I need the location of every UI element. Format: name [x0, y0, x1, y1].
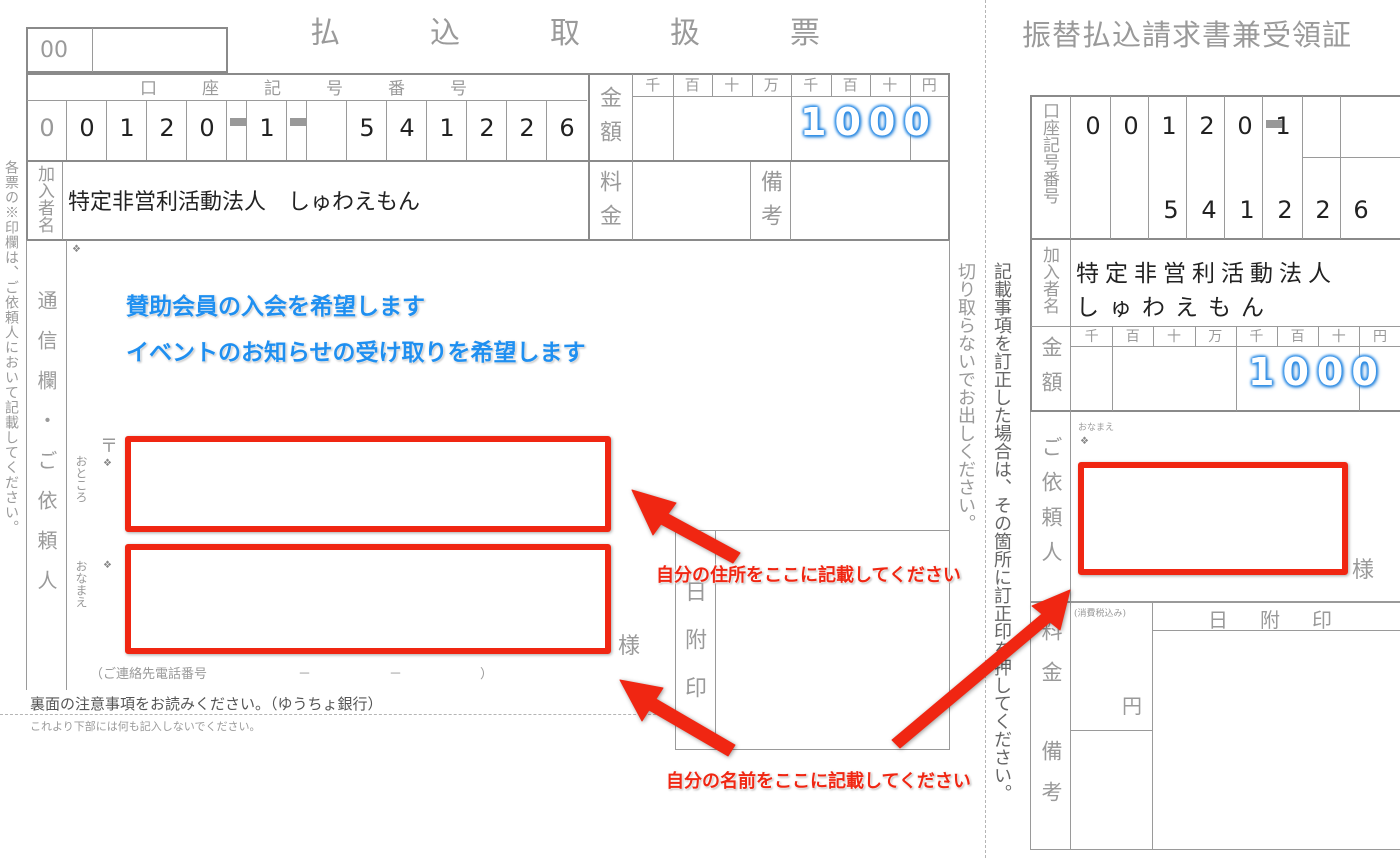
name-label: おなまえ: [74, 560, 88, 608]
account-digit: 1: [119, 114, 135, 142]
right-account-digit: 0: [1123, 112, 1139, 140]
amount-unit-label: 百: [684, 76, 700, 94]
right-account-digit: 2: [1277, 196, 1293, 224]
right-fee-label: 料金: [1039, 620, 1063, 702]
amount-unit-label: 万: [763, 76, 779, 94]
right-amount-unit-label: 万: [1208, 329, 1223, 345]
right-amount-unit-label: 百: [1290, 329, 1305, 345]
amount-label: 金額: [596, 86, 621, 154]
right-amount-value: 1000: [1248, 350, 1386, 394]
account-amount-box: [26, 73, 950, 241]
right-account-digit: 1: [1161, 112, 1177, 140]
amount-unit-label: 千: [803, 76, 819, 94]
right-account-digit: 0: [1237, 112, 1253, 140]
right-sama-label: 様: [1352, 558, 1375, 583]
code-box: [26, 27, 228, 73]
amount-unit-label: 円: [921, 76, 937, 94]
right-account-box: [1030, 95, 1400, 240]
right-tax-note: (消費税込み): [1074, 609, 1127, 619]
right-account-digit: 4: [1201, 196, 1217, 224]
address-label: おところ: [74, 455, 88, 503]
side-note: 各票の※印欄は、ご依頼人において記載してください。: [3, 160, 19, 535]
right-account-label: 口座記号番号: [1039, 102, 1059, 204]
account-digit: 6: [559, 114, 575, 142]
account-digit: 0: [79, 114, 95, 142]
right-amount-unit-label: 円: [1372, 329, 1387, 345]
right-amount-unit-label: 百: [1125, 329, 1140, 345]
right-form-title: 振替払込請求書兼受領証: [1022, 18, 1353, 52]
address-input[interactable]: [125, 436, 611, 532]
account-digit: 1: [439, 114, 455, 142]
subscriber-label: 加入者名: [34, 165, 54, 233]
account-digit: 5: [359, 114, 375, 142]
account-digit: 0: [199, 114, 215, 142]
account-digit: 0: [39, 114, 55, 142]
name-input[interactable]: [125, 544, 611, 654]
right-account-digit: 1: [1239, 196, 1255, 224]
address-instruction: 自分の住所をここに記載してください: [656, 565, 961, 586]
right-amount-unit-label: 十: [1331, 329, 1346, 345]
account-digit: 2: [159, 114, 175, 142]
amount-unit-label: 十: [882, 76, 898, 94]
right-name-input[interactable]: [1078, 462, 1348, 575]
account-digit: 2: [479, 114, 495, 142]
footer-line-2: これより下部には何も記入しないでください。: [30, 720, 261, 733]
right-amount-unit-label: 十: [1166, 329, 1181, 345]
right-subscriber-label: 加入者名: [1039, 246, 1059, 314]
right-name-small: おなまえ: [1078, 423, 1115, 433]
subscriber-name: 特定非営利活動法人 しゅわえもん: [68, 190, 421, 215]
right-account-digit: 2: [1315, 196, 1331, 224]
right-account-digit: 2: [1199, 112, 1215, 140]
code-prefix: 00: [40, 38, 68, 63]
right-remarks-label: 備考: [1039, 740, 1063, 822]
right-account-digit: 0: [1085, 112, 1101, 140]
phone-note: （ご連絡先電話番号 － － ）: [90, 667, 494, 682]
right-amount-unit-label: 千: [1249, 329, 1264, 345]
account-digit: 4: [399, 114, 415, 142]
message-label: 通信欄・ご依頼人: [34, 290, 58, 610]
right-amount-label: 金額: [1039, 336, 1063, 406]
right-subscriber-line-1: 特定非営利活動法人: [1076, 261, 1337, 287]
date-stamp-label: 日附印: [681, 580, 706, 724]
right-yen: 円: [1122, 694, 1142, 718]
amount-unit-label: 千: [645, 76, 661, 94]
right-account-digit: 5: [1163, 196, 1179, 224]
message-line-2: イベントのお知らせの受け取りを希望します: [126, 340, 586, 366]
amount-unit-label: 十: [724, 76, 740, 94]
amount-unit-label: 百: [842, 76, 858, 94]
requester-area: [1030, 412, 1400, 602]
left-form-title: 払 込 取 扱 票: [310, 16, 850, 51]
message-line-1: 賛助会員の入会を希望します: [126, 294, 425, 320]
message-area: [26, 240, 950, 690]
right-account-digit: 1: [1275, 112, 1291, 140]
account-digit: 2: [519, 114, 535, 142]
cut-note: 切り取らないでお出しください。: [955, 262, 976, 532]
name-instruction: 自分の名前をここに記載してください: [666, 771, 971, 792]
account-digit: 1: [259, 114, 275, 142]
right-date-stamp-label: 日 附 印: [1208, 608, 1338, 632]
right-subscriber-line-2: しゅわえもん: [1076, 295, 1274, 321]
footer-line-1: 裏面の注意事項をお読みください。（ゆうちょ銀行）: [30, 695, 383, 713]
right-amount-unit-label: 千: [1084, 329, 1099, 345]
account-header: 口 座 記 号 番 号: [140, 79, 481, 99]
correction-note: 記載事項を訂正した場合は、その箇所に訂正印を押してください。: [991, 262, 1012, 802]
right-account-digit: 6: [1353, 196, 1369, 224]
remarks-label: 備考: [757, 170, 782, 238]
fee-label: 料金: [596, 170, 621, 238]
sama-label: 様: [618, 634, 641, 659]
postal-mark: 〒: [100, 436, 118, 457]
right-requester-label: ご依頼人: [1039, 436, 1063, 576]
right-fee-area: [1030, 602, 1400, 850]
amount-value: 1000: [800, 100, 938, 144]
